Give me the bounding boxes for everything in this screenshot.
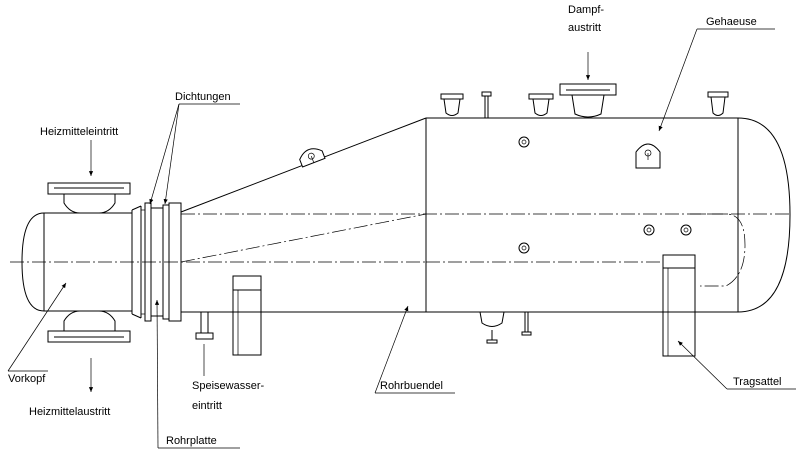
label-heizmitteleintritt: Heizmitteleintritt <box>40 126 118 138</box>
top-nozzles <box>440 83 729 118</box>
labels: Dampf- austritt Gehaeuse Dichtungen Heiz… <box>8 4 782 447</box>
label-dampf-2: austritt <box>568 22 601 34</box>
tube-bundle-centerlines <box>10 213 790 263</box>
cone-support <box>232 275 262 356</box>
bottom-drains <box>479 311 532 344</box>
outlet-nozzle-bottom <box>47 310 131 343</box>
inlet-nozzle-top <box>47 182 131 214</box>
label-tragsattel: Tragsattel <box>733 376 782 388</box>
feedwater-nozzle <box>195 312 214 340</box>
label-gehaeuse: Gehaeuse <box>706 16 757 28</box>
conical-shell <box>180 117 427 313</box>
tragsattel-saddle <box>662 254 696 357</box>
main-shell-gehaeuse <box>425 117 791 313</box>
label-rohrplatte: Rohrplatte <box>166 435 217 447</box>
inspection-ports <box>518 136 692 254</box>
label-heizmittelaustritt: Heizmittelaustritt <box>29 406 110 418</box>
label-speisewasser-2: eintritt <box>192 400 222 412</box>
label-rohrbuendel: Rohrbuendel <box>380 380 443 392</box>
label-speisewasser-1: Speisewasser- <box>192 380 264 392</box>
leader-lines <box>7 28 796 449</box>
label-dampf-1: Dampf- <box>568 4 604 16</box>
label-vorkopf: Vorkopf <box>8 373 46 385</box>
label-dichtungen: Dichtungen <box>175 91 231 103</box>
